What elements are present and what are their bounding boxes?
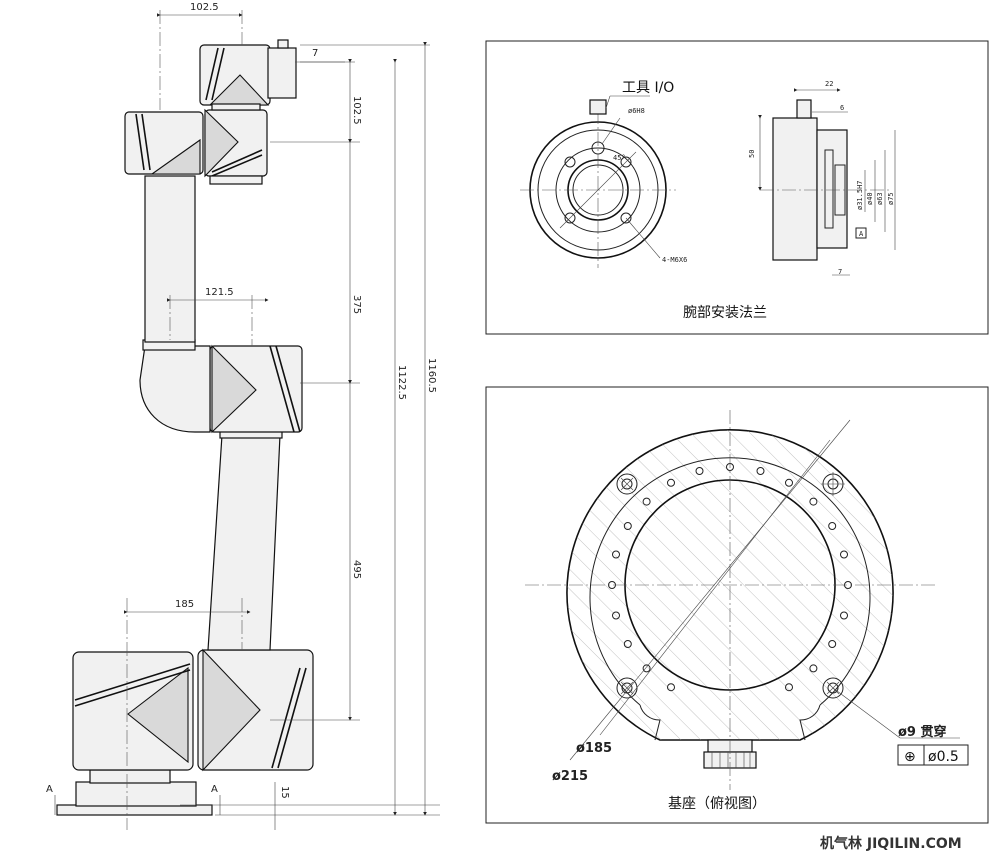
- phi215-label: ø215: [552, 769, 588, 784]
- section-mark-left: A: [46, 784, 53, 795]
- base-ring: [75, 781, 197, 807]
- elbow-joint: [139, 339, 303, 434]
- bolt-hole: [840, 550, 848, 559]
- shoulder-joint: [72, 648, 314, 772]
- dim-1122: 1122.5: [396, 365, 407, 400]
- angle-label: 45°: [613, 154, 626, 162]
- position-tolerance-frame: ⊕ ø0.5: [897, 744, 969, 766]
- phi185-label: ø185: [576, 741, 612, 756]
- bolt-hole: [695, 467, 704, 475]
- dim-6: 6: [840, 104, 844, 112]
- bolt-hole: [840, 611, 848, 620]
- bolt-hole: [612, 550, 620, 559]
- dim-7-flange: 7: [838, 268, 842, 276]
- base-top-view: [525, 410, 960, 790]
- flange-front-view: [520, 95, 676, 268]
- wrist-joint-2: [199, 39, 297, 111]
- bolt-hole: [623, 640, 632, 648]
- dim-50: 50: [748, 150, 756, 158]
- tool-io-label: 工具 I/O: [622, 80, 674, 96]
- wrist-joint-1: [124, 108, 268, 185]
- bolt-hole: [809, 497, 818, 506]
- datum-a-label: A: [859, 230, 864, 238]
- dim-1160: 1160.5: [426, 358, 437, 393]
- watermark: 机气林 JIQILIN.COM: [820, 835, 962, 852]
- wrist-flange-panel: 工具 I/O ø6H8 45° 4-M6X6 22 6 50 7 ø31.5H7…: [485, 40, 989, 335]
- dim-22: 22: [825, 80, 833, 88]
- base-top-view-panel: ø185 ø215 ø9 贯穿 ⊕ ø0.5 基座（俯视图）: [485, 386, 989, 824]
- phi31-label: ø31.5H7: [856, 180, 864, 210]
- base-panel-title: 基座（俯视图）: [668, 795, 766, 812]
- dim-495: 495: [351, 560, 362, 579]
- phi40-label: ø40: [866, 192, 874, 205]
- dim-top-102: 102.5: [190, 2, 219, 13]
- bolt-hole: [642, 497, 651, 506]
- bolt-hole: [667, 683, 675, 692]
- upper-arm: [144, 175, 196, 343]
- dim-375: 375: [351, 295, 362, 314]
- bolt-hole: [785, 683, 793, 692]
- dim-15: 15: [279, 786, 290, 799]
- bolt-hole: [809, 664, 818, 673]
- bolt-hole: [756, 467, 765, 475]
- bolt-hole: [623, 522, 632, 530]
- dim-7: 7: [312, 48, 318, 59]
- section-mark-right: A: [211, 784, 218, 795]
- bolt-hole: [612, 611, 620, 620]
- phi6-label: ø6H8: [628, 107, 645, 115]
- bolt-hole: [642, 664, 651, 673]
- bolt-hole: [667, 478, 675, 487]
- hole-note-label: ø9 贯穿: [898, 724, 947, 740]
- wrist-panel-title: 腕部安装法兰: [683, 305, 767, 321]
- dim-121: 121.5: [205, 287, 234, 298]
- bolt-hole: [828, 522, 837, 530]
- phi75-label: ø75: [887, 192, 895, 205]
- dim-102-vertical: 102.5: [351, 96, 362, 125]
- robot-arm-side-view: 102.5 7 102.5 375 121.5 1122.5 1160.5 49…: [46, 2, 440, 830]
- bolt-hole: [785, 478, 793, 487]
- flange-side-view: [758, 88, 896, 276]
- dim-185: 185: [175, 599, 194, 610]
- tol-value: ø0.5: [928, 749, 959, 765]
- lower-arm: [207, 434, 281, 651]
- bolt-hole: [828, 640, 837, 648]
- tol-symbol: ⊕: [904, 749, 916, 765]
- phi63-label: ø63: [876, 192, 884, 205]
- bolts-label: 4-M6X6: [662, 256, 687, 264]
